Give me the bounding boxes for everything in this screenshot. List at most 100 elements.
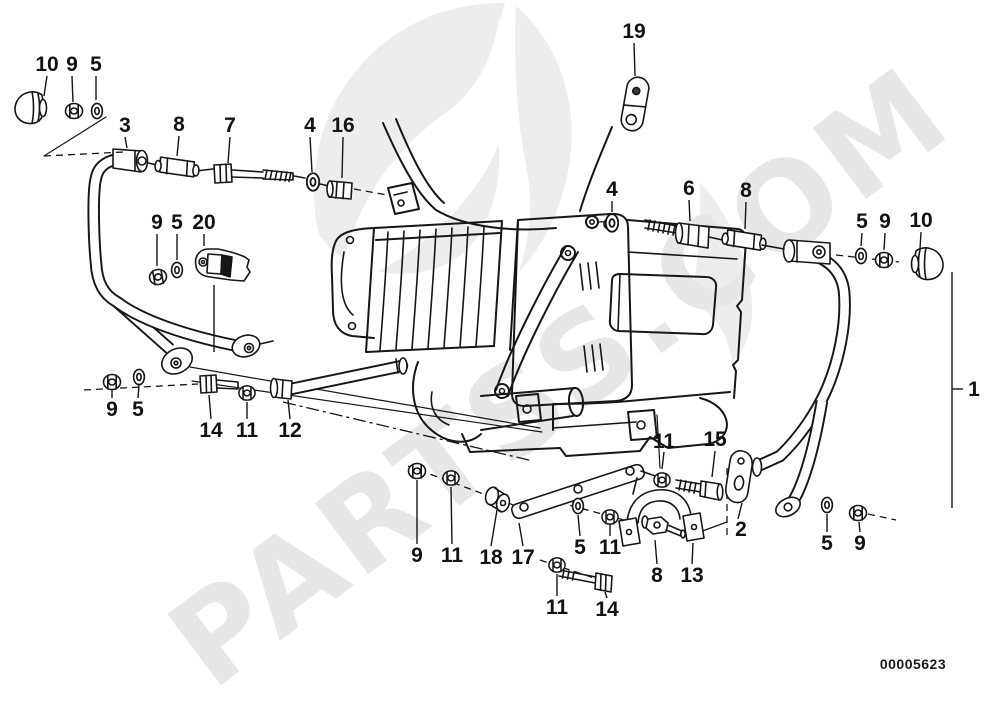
right-guard-bar xyxy=(751,239,851,518)
part-callout-11: 11 xyxy=(599,536,622,559)
part-callout-12: 12 xyxy=(278,419,301,442)
nut-9 xyxy=(102,373,122,391)
washer-5 xyxy=(854,247,868,265)
engine-block xyxy=(330,212,747,457)
callout-leader-13 xyxy=(691,542,694,565)
callout-leader-5 xyxy=(577,514,581,537)
bracket-2 xyxy=(725,450,753,504)
callout-leader-5 xyxy=(860,232,863,247)
callout-leader-9 xyxy=(883,232,886,251)
nut-9 xyxy=(874,251,894,269)
bolt-8-lower xyxy=(641,515,686,539)
part-callout-9: 9 xyxy=(66,53,78,76)
motorcycle-frame xyxy=(382,118,613,231)
part-callout-11: 11 xyxy=(653,430,676,453)
washer-11 xyxy=(238,385,256,401)
bolt-7 xyxy=(213,163,330,187)
part-callout-10: 10 xyxy=(35,53,58,76)
callout-leader-9 xyxy=(71,75,74,103)
washer-11 xyxy=(601,509,619,525)
part-callout-15: 15 xyxy=(703,428,727,451)
callout-leader-5 xyxy=(137,384,140,399)
connector-8-left xyxy=(147,156,214,178)
bolt-15 xyxy=(675,479,724,501)
part-callout-4: 4 xyxy=(304,114,316,137)
part-callout-8: 8 xyxy=(651,564,663,587)
cross-tube-12 xyxy=(269,357,409,400)
part-callout-4: 4 xyxy=(606,178,618,201)
callout-leader-4 xyxy=(309,136,313,173)
sleeve-16 xyxy=(326,180,353,200)
washer-5 xyxy=(90,102,104,120)
part-callout-14: 14 xyxy=(595,598,619,621)
bolt-14-left xyxy=(199,374,239,394)
callout-leader-10 xyxy=(43,75,48,97)
callout-leader-16 xyxy=(341,136,344,179)
nut-9 xyxy=(848,504,868,522)
part-callout-1: 1 xyxy=(968,378,980,401)
bracket-20 xyxy=(194,248,251,282)
watermark-flame-gap xyxy=(342,18,512,273)
part-callout-5: 5 xyxy=(90,53,102,76)
callout-leader-19 xyxy=(633,42,636,77)
part-callout-18: 18 xyxy=(479,546,503,569)
part-callout-9: 9 xyxy=(411,544,423,567)
part-callout-20: 20 xyxy=(192,211,215,234)
nut-9 xyxy=(147,267,169,287)
part-callout-9: 9 xyxy=(879,210,891,233)
washer-4 xyxy=(305,172,321,192)
part-callout-5: 5 xyxy=(574,536,586,559)
callout-leader-8 xyxy=(176,135,180,157)
nut-9 xyxy=(407,462,427,480)
callout-leader-3 xyxy=(124,136,128,149)
part-callout-2: 2 xyxy=(735,518,747,541)
connector-8-right xyxy=(721,229,785,251)
part-callout-5: 5 xyxy=(132,398,144,421)
callout-leader-14 xyxy=(208,394,212,420)
part-callout-11: 11 xyxy=(546,596,569,619)
washer-5 xyxy=(170,261,184,279)
bracket-plate-17 xyxy=(510,463,659,520)
cap-nut-10-right xyxy=(910,247,944,281)
part-callout-11: 11 xyxy=(236,419,259,442)
part-callout-10: 10 xyxy=(909,209,932,232)
part-callout-5: 5 xyxy=(171,211,183,234)
part-callout-16: 16 xyxy=(331,114,354,137)
washer-11 xyxy=(653,472,671,488)
washer-5 xyxy=(820,496,834,514)
callout-leader-14 xyxy=(604,591,608,599)
part-callout-9: 9 xyxy=(151,211,163,234)
washer-11 xyxy=(442,470,460,486)
part-callout-3: 3 xyxy=(119,114,131,137)
callout-leader-12 xyxy=(287,399,291,420)
part-callout-5: 5 xyxy=(821,532,833,555)
part-callout-9: 9 xyxy=(854,532,866,555)
callout-leader-8 xyxy=(744,201,747,230)
callout-leader-6 xyxy=(688,199,691,222)
callout-leader-7 xyxy=(227,136,231,164)
nut-9 xyxy=(64,102,84,120)
part-callout-11: 11 xyxy=(441,544,464,567)
bushing-18 xyxy=(484,486,511,513)
washer-11 xyxy=(548,557,566,573)
bolt-14-lower xyxy=(558,569,613,593)
callout-leader-17 xyxy=(518,522,524,547)
part-callout-5: 5 xyxy=(856,210,868,233)
callout-leader-15 xyxy=(711,450,716,478)
part-callout-9: 9 xyxy=(106,398,118,421)
washer-5 xyxy=(571,497,585,515)
part-callout-8: 8 xyxy=(173,113,185,136)
diagram-code: 00005623 xyxy=(880,656,946,672)
callout-leader-10 xyxy=(919,231,922,250)
callout-leader-18 xyxy=(490,509,498,547)
callout-leader-11 xyxy=(661,451,665,470)
washer-5 xyxy=(132,368,146,386)
strap-19 xyxy=(620,76,650,132)
callout-leader-9 xyxy=(858,521,861,533)
callout-leader-8 xyxy=(654,539,658,565)
left-guard-bar xyxy=(87,148,274,375)
part-callout-17: 17 xyxy=(511,546,534,569)
